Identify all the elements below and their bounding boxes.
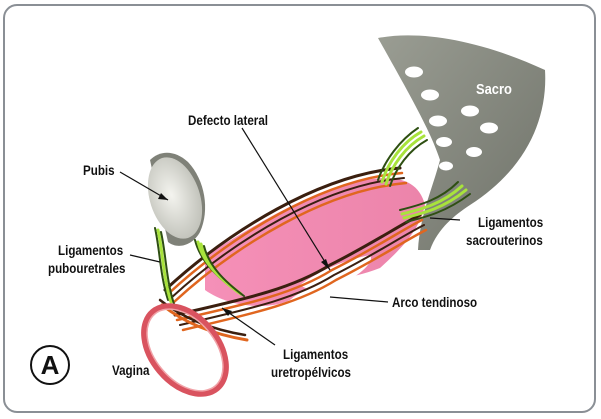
label-pubis: Pubis xyxy=(83,162,115,179)
label-pubouretrales-line1: Ligamentos xyxy=(58,242,123,259)
label-defecto-lateral: Defecto lateral xyxy=(188,112,268,129)
label-sacrouterinos-line2: sacrouterinos xyxy=(466,232,543,249)
label-pubouretrales-line2: pubouretrales xyxy=(48,260,125,277)
label-arco-tendinoso: Arco tendinoso xyxy=(392,294,477,311)
label-sacro: Sacro xyxy=(476,81,512,98)
label-sacrouterinos-line1: Ligamentos xyxy=(478,214,543,231)
label-vagina: Vagina xyxy=(112,362,149,379)
pubis-bone xyxy=(138,150,212,246)
panel-letter-badge: A xyxy=(30,345,70,385)
label-uretropelvicos-line1: Ligamentos xyxy=(283,346,348,363)
label-uretropelvicos-line2: uretropélvicos xyxy=(271,364,351,381)
